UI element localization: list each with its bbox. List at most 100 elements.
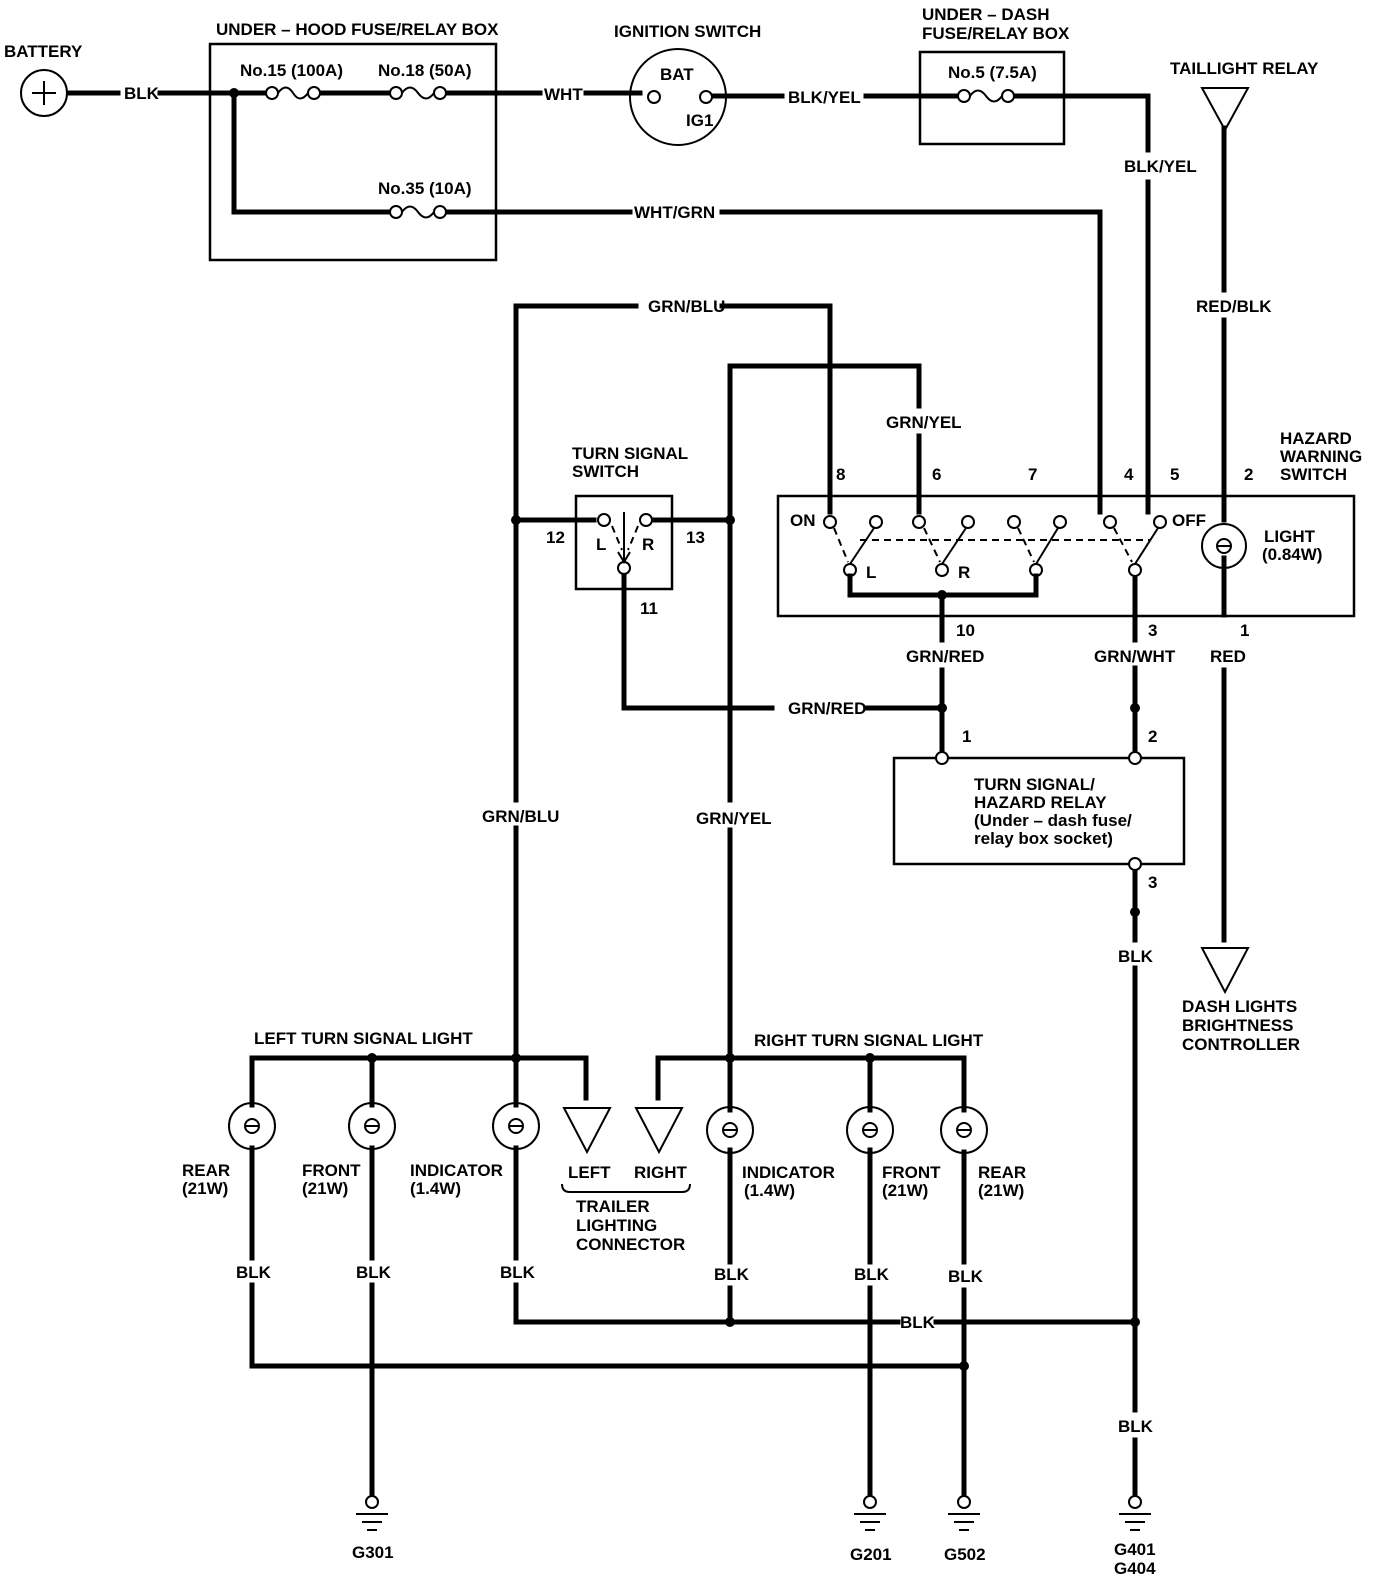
left-front-watt: (21W) — [302, 1179, 348, 1198]
battery-label: BATTERY — [4, 42, 83, 61]
junction-dot — [367, 1053, 377, 1063]
junction-dot — [511, 1053, 521, 1063]
ignition-bat-label: BAT — [660, 65, 694, 84]
ground-g301-icon — [356, 1495, 388, 1531]
wire-label-blk-right-rear: BLK — [948, 1267, 984, 1286]
trailer-left-connector — [562, 1107, 612, 1155]
fuse5-label: No.5 (7.5A) — [948, 63, 1037, 82]
right-indicator-watt: (1.4W) — [744, 1181, 795, 1200]
ground-g502-icon — [948, 1495, 980, 1531]
relay-label-2: HAZARD RELAY — [974, 793, 1107, 812]
wire-label-blk-left-front: BLK — [356, 1263, 392, 1282]
under-dash-box-label-2: FUSE/RELAY BOX — [922, 24, 1070, 43]
right-front-watt: (21W) — [882, 1181, 928, 1200]
junction-dot — [725, 1053, 735, 1063]
pin-4-label: 4 — [1124, 465, 1134, 484]
taillight-relay-label: TAILLIGHT RELAY — [1170, 59, 1319, 78]
left-indicator-label: INDICATOR — [410, 1161, 503, 1180]
wire-grn-red-11 — [621, 565, 945, 711]
ground-g201-icon — [854, 1495, 886, 1531]
wire-grn-yel — [727, 363, 922, 1053]
wire-wht-grn — [443, 209, 1103, 515]
wires — [67, 90, 1227, 1498]
wire-label-blk-g401: BLK — [1118, 1417, 1154, 1436]
left-indicator-watt: (1.4W) — [410, 1179, 461, 1198]
right-turn-signal-label: RIGHT TURN SIGNAL LIGHT — [754, 1031, 984, 1050]
under-dash-fuse-box — [918, 50, 1066, 146]
relay-label-4: relay box socket) — [974, 829, 1113, 848]
hazard-warning-switch — [776, 494, 1356, 618]
wire-label-grn-yel-mid: GRN/YEL — [696, 809, 772, 828]
junction-dot — [511, 515, 521, 525]
under-dash-box-label-1: UNDER – DASH — [922, 5, 1050, 24]
hazard-gang-link — [833, 527, 1150, 563]
relay-pin-3-label: 3 — [1148, 873, 1157, 892]
wire-label-blk-right-indicator: BLK — [714, 1265, 750, 1284]
under-hood-box-label: UNDER – HOOD FUSE/RELAY BOX — [216, 20, 499, 39]
dash-lights-controller-connector — [1200, 947, 1250, 995]
under-hood-fuse-box — [208, 42, 498, 262]
hazard-switch-label-1: HAZARD — [1280, 429, 1352, 448]
pin-1-label: 1 — [1240, 621, 1249, 640]
ignition-switch-label: IGNITION SWITCH — [614, 22, 761, 41]
hazard-upper-contacts — [823, 515, 1167, 529]
wire-label-grn-red-2: GRN/RED — [788, 699, 866, 718]
left-front-label: FRONT — [302, 1161, 361, 1180]
wire-label-blk-left-indicator: BLK — [500, 1263, 536, 1282]
hazard-off-label: OFF — [1172, 511, 1206, 530]
ground-g401-label: G401 — [1114, 1540, 1156, 1559]
ground-g201-label: G201 — [850, 1545, 892, 1564]
left-indicator-bulb — [492, 1102, 540, 1150]
junction-dot — [1130, 703, 1140, 713]
ignition-ig1-terminal — [699, 90, 713, 104]
ignition-bat-terminal — [647, 90, 661, 104]
wire-label-grn-wht: GRN/WHT — [1094, 647, 1176, 666]
right-rear-label: REAR — [978, 1163, 1026, 1182]
tss-l-label: L — [596, 535, 606, 554]
turn-signal-switch-label-1: TURN SIGNAL — [572, 444, 688, 463]
hazard-switch-label-3: SWITCH — [1280, 465, 1347, 484]
hazard-light-label-1: LIGHT — [1264, 527, 1316, 546]
right-indicator-bulb — [706, 1106, 754, 1154]
wire-label-grn-red-1: GRN/RED — [906, 647, 984, 666]
tss-dashed-contacts — [611, 525, 639, 551]
junction-dot — [865, 1053, 875, 1063]
ignition-ig1-label: IG1 — [686, 111, 713, 130]
junction-dot — [229, 88, 239, 98]
left-rear-watt: (21W) — [182, 1179, 228, 1198]
fuse-35 — [389, 205, 447, 219]
wire-label-red: RED — [1210, 647, 1246, 666]
tss-terminal-r — [639, 513, 653, 527]
junction-dot — [1130, 907, 1140, 917]
fuse-15 — [265, 86, 321, 100]
tss-r-label: R — [642, 535, 654, 554]
relay-terminal-2 — [1128, 751, 1142, 765]
wire-label-grn-yel-top: GRN/YEL — [886, 413, 962, 432]
wire-label-red-blk: RED/BLK — [1196, 297, 1272, 316]
left-rear-bulb — [228, 1102, 276, 1150]
pin-3-label: 3 — [1148, 621, 1157, 640]
pin-12-label: 12 — [546, 528, 565, 547]
wire-label-blk-battery: BLK — [124, 84, 160, 103]
relay-label-3: (Under – dash fuse/ — [974, 811, 1132, 830]
wire-grn-blu — [513, 303, 833, 1051]
ground-g301-label: G301 — [352, 1543, 394, 1562]
trailer-left-label: LEFT — [568, 1163, 611, 1182]
left-front-bulb — [348, 1102, 396, 1150]
junction-dot — [959, 1361, 969, 1371]
dash-ctrl-label-2: BRIGHTNESS — [1182, 1016, 1293, 1035]
trailer-right-label: RIGHT — [634, 1163, 688, 1182]
battery — [20, 69, 68, 117]
ground-g502-label: G502 — [944, 1545, 986, 1564]
right-rear-watt: (21W) — [978, 1181, 1024, 1200]
wire-label-grn-blu-top: GRN/BLU — [648, 297, 725, 316]
wire-right-bus — [655, 1055, 967, 1113]
hazard-light-bulb — [1201, 523, 1247, 569]
wire-label-grn-blu-mid: GRN/BLU — [482, 807, 559, 826]
dash-ctrl-label-1: DASH LIGHTS — [1182, 997, 1297, 1016]
pin-5-label: 5 — [1170, 465, 1179, 484]
left-turn-signal-label: LEFT TURN SIGNAL LIGHT — [254, 1029, 473, 1048]
wire-label-blk-left-rear: BLK — [236, 1263, 272, 1282]
right-front-bulb — [846, 1106, 894, 1154]
junction-dot — [1130, 1317, 1140, 1327]
